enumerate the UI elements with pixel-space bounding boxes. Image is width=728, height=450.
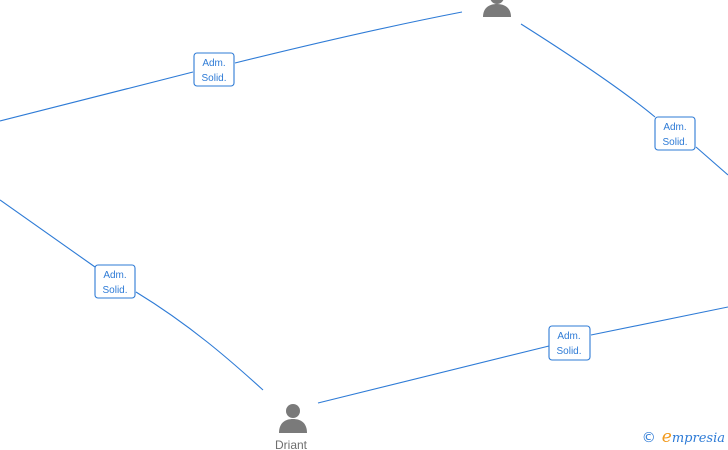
role-badge-line-2: Solid. <box>662 137 687 148</box>
person-node-driant[interactable]: Driant <box>275 404 308 450</box>
brand-logo-initial: e <box>661 427 672 447</box>
role-badge-left-top[interactable]: Adm. Solid. <box>193 52 235 87</box>
role-badge-line-1: Adm. <box>103 270 126 281</box>
edge-top-right <box>520 23 728 176</box>
role-badge-driant-right[interactable]: Adm. Solid. <box>548 325 591 361</box>
role-badge-line-2: Solid. <box>201 73 226 84</box>
person-node-top[interactable] <box>483 0 511 17</box>
role-badge-line-2: Solid. <box>556 346 581 357</box>
role-badge-top-right[interactable]: Adm. Solid. <box>654 116 696 151</box>
role-badge-line-1: Adm. <box>202 58 225 69</box>
brand-logo-rest: mpresia <box>671 431 725 446</box>
node-label-driant: Driant <box>275 438 308 450</box>
brand-logo: empresia <box>662 427 725 447</box>
edge-driant-right <box>317 306 728 404</box>
brand-watermark: © empresia <box>642 427 725 447</box>
person-icon <box>279 404 307 433</box>
edge-left-driant <box>0 199 264 391</box>
person-icon <box>483 0 511 17</box>
role-badge-left-driant[interactable]: Adm. Solid. <box>94 264 136 299</box>
role-badge-line-1: Adm. <box>663 122 686 133</box>
role-badge-line-2: Solid. <box>102 285 127 296</box>
role-badge-line-1: Adm. <box>557 331 580 342</box>
edge-left-top <box>0 11 463 122</box>
copyright-symbol: © <box>641 430 656 446</box>
